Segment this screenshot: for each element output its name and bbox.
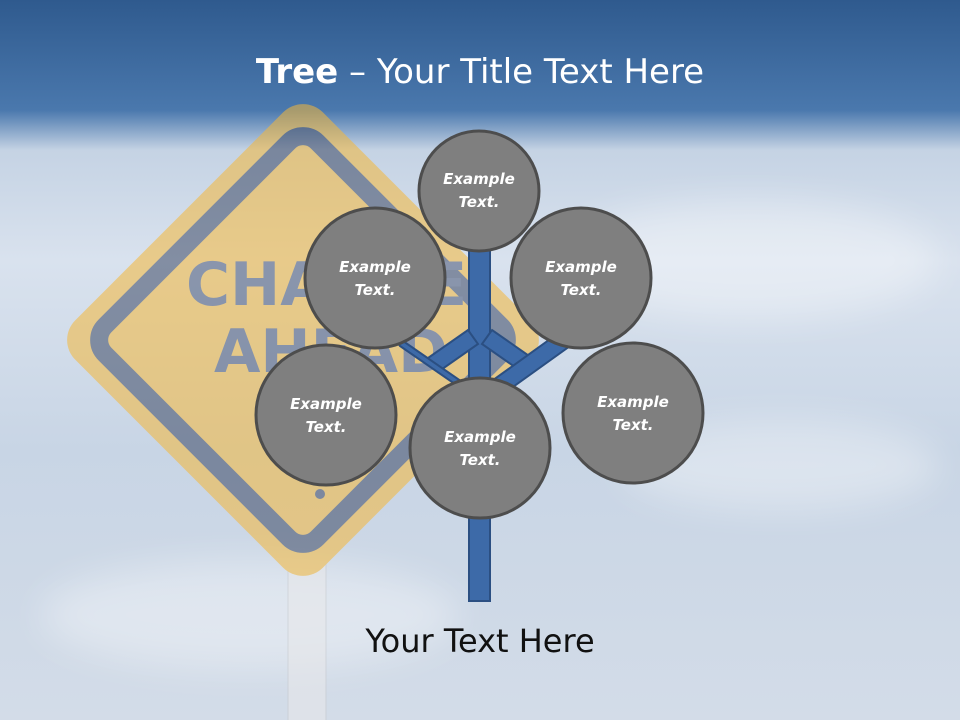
node-label-line: Text. (560, 281, 602, 299)
title-rest: – Your Title Text Here (338, 52, 705, 92)
node-label-line: Text. (459, 451, 501, 469)
tree-node-upper-right (509, 206, 653, 350)
title-bold: Tree (255, 52, 339, 92)
node-label-line: Text. (305, 418, 347, 436)
node-label-line: Example (339, 258, 411, 276)
tree-node-center (408, 376, 552, 520)
sign-bolt (315, 489, 325, 499)
node-label-line: Example (545, 258, 617, 276)
tree-node-lower-right (561, 341, 705, 485)
tree-node-lower-left (254, 343, 398, 487)
tree-node-upper-left (303, 206, 447, 350)
caption-text: Your Text Here (365, 622, 595, 660)
node-label-line: Text. (458, 193, 500, 211)
sign-bolt (318, 145, 328, 155)
node-label-line: Example (290, 395, 362, 413)
slide-title: Tree – Your Title Text Here (0, 52, 960, 92)
node-label-line: Text. (354, 281, 396, 299)
node-label-line: Example (597, 393, 669, 411)
node-label-line: Example (444, 428, 516, 446)
node-label-line: Text. (612, 416, 654, 434)
tree-node-top (417, 129, 541, 253)
cloud (40, 560, 460, 670)
node-label-line: Example (443, 170, 515, 188)
